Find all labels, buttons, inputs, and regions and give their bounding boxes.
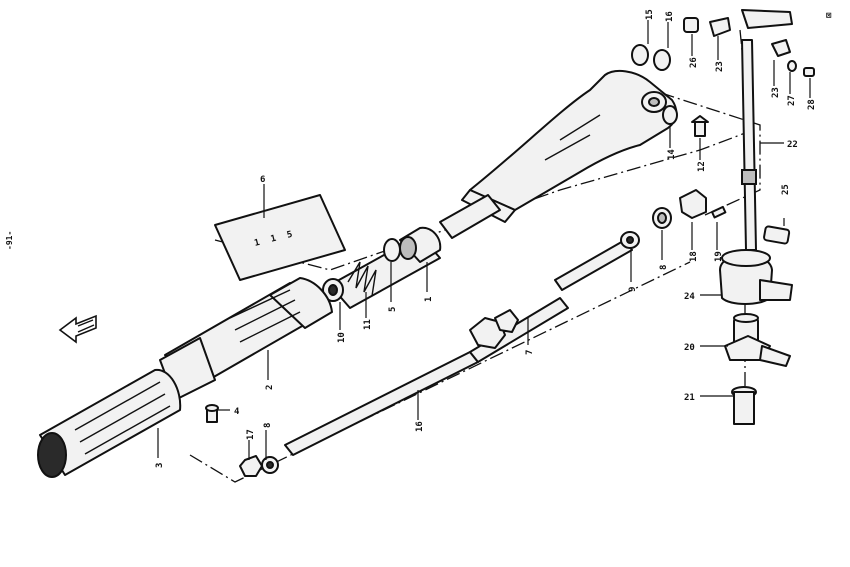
callout-10: 10 [337,332,347,343]
callout-12: 12 [697,161,707,172]
corner-mark: ⊠ [826,11,831,21]
callout-9: 9 [628,287,638,292]
spring-part [347,261,377,297]
callout-6: 6 [260,175,265,185]
screw-part [205,404,219,423]
page-code: -91- [5,231,14,250]
bevel-gear-part [469,309,519,349]
grip-part [37,368,182,478]
washer-part [653,49,671,71]
bushing-part [731,386,757,425]
link-arm-part [709,9,793,57]
tiller-arm [461,69,678,223]
bushing-part [683,17,699,33]
washer-part [631,44,649,66]
callout-25: 25 [781,184,791,195]
decal-part: 1 1 5 [214,194,346,281]
callout-24: 24 [684,292,695,302]
forward-arrow-icon [58,314,97,344]
bushing-part [652,207,672,229]
leader-lines [157,20,811,460]
callout-22: 22 [787,140,798,150]
collar-part [399,226,442,263]
throttle-shaft [284,239,633,456]
callout-23-left: 23 [715,61,725,72]
callout-2: 2 [265,385,275,390]
drive-gear-part [724,313,791,367]
callout-14: 14 [667,149,677,160]
callout-28: 28 [807,99,817,110]
vertical-shaft-part [741,39,757,251]
bolt-part [787,60,815,77]
callout-7: 7 [525,350,535,355]
callout-3: 3 [155,463,165,468]
gear-housing-part [719,249,793,305]
callout-26: 26 [689,57,699,68]
callout-4: 4 [234,407,240,417]
callout-27: 27 [787,95,797,106]
callout-19: 19 [714,251,724,262]
callout-23-right: 23 [771,87,781,98]
callout-15: 15 [645,9,655,20]
throttle-sleeve [159,277,333,401]
callout-21: 21 [684,393,695,403]
callout-16-upper: 16 [665,11,675,22]
bolt-part [691,115,709,137]
ring-part [383,238,401,262]
nut-part [239,455,279,477]
callout-8-upper: 8 [659,265,669,270]
callout-16: 16 [415,421,425,432]
callout-11: 11 [363,319,373,330]
callout-8-lower: 8 [263,423,273,428]
callout-1: 1 [424,297,434,302]
washer-part [662,105,678,125]
callout-5: 5 [388,307,398,312]
pinion-part [679,189,727,219]
callout-17: 17 [246,429,256,440]
callout-20: 20 [684,343,695,353]
clip-part [763,225,791,245]
callout-18: 18 [689,251,699,262]
